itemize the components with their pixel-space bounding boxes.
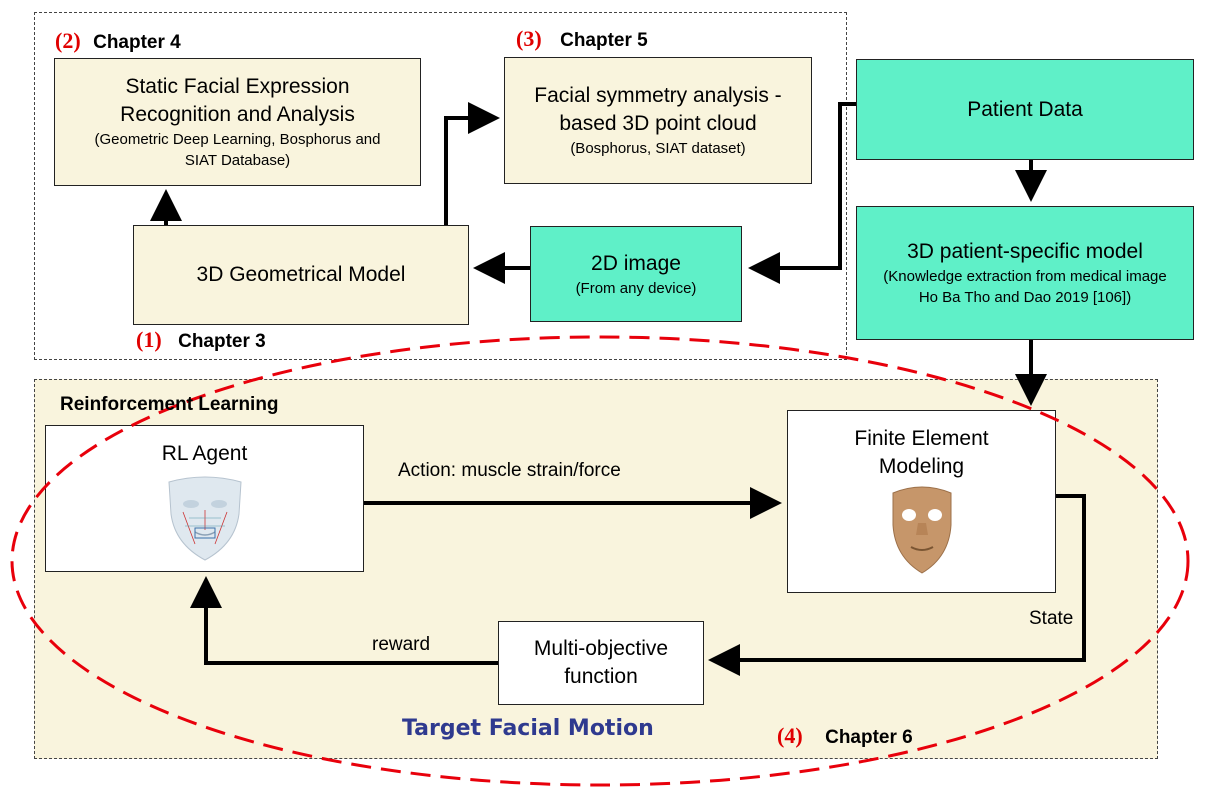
patient-model-title: 3D patient-specific model bbox=[907, 240, 1143, 263]
chapter-6-number: (4) bbox=[777, 723, 803, 748]
multi-objective-title-1: Multi-objective bbox=[533, 637, 669, 660]
chapter-6-name: Chapter 6 bbox=[825, 727, 913, 748]
symmetry-title-1: Facial symmetry analysis - bbox=[534, 84, 782, 107]
reinforcement-learning-title: Reinforcement Learning bbox=[60, 394, 279, 415]
facial-symmetry-box: Facial symmetry analysis - based 3D poin… bbox=[504, 57, 812, 184]
chapter-3-number: (1) bbox=[136, 327, 162, 352]
rl-agent-title: RL Agent bbox=[161, 442, 248, 465]
fem-title-2: Modeling bbox=[878, 455, 965, 478]
symmetry-sub-1: (Bosphorus, SIAT dataset) bbox=[570, 140, 746, 157]
chapter-6-label: (4) Chapter 6 bbox=[777, 723, 913, 749]
chapter-4-name: Chapter 4 bbox=[93, 32, 181, 53]
state-label: State bbox=[1029, 608, 1074, 629]
target-facial-motion-label: Target Facial Motion bbox=[402, 716, 654, 741]
finite-element-box: Finite Element Modeling bbox=[787, 410, 1056, 593]
dashed-red-ellipse bbox=[10, 335, 1190, 787]
static-facial-title-1: Static Facial Expression bbox=[125, 75, 350, 98]
image-2d-sub: (From any device) bbox=[575, 279, 697, 297]
multi-objective-box: Multi-objective function bbox=[498, 621, 704, 705]
geometrical-model-box: 3D Geometrical Model bbox=[133, 225, 469, 325]
patient-data-title: Patient Data bbox=[967, 97, 1083, 121]
arrow-reward bbox=[190, 576, 498, 665]
static-facial-sub-1: (Geometric Deep Learning, Bosphorus and bbox=[94, 131, 381, 148]
arrow-geometry-to-symmetry bbox=[444, 102, 500, 225]
chapter-4-label: (2) Chapter 4 bbox=[55, 28, 181, 54]
patient-model-sub-2: Ho Ba Tho and Dao 2019 [106]) bbox=[918, 289, 1132, 306]
image-2d-title: 2D image bbox=[591, 251, 681, 275]
chapter-3-label: (1) Chapter 3 bbox=[136, 327, 266, 353]
fem-title-1: Finite Element bbox=[854, 427, 989, 450]
chapter-5-label: (3) Chapter 5 bbox=[516, 26, 648, 52]
static-facial-sub-2: SIAT Database) bbox=[184, 152, 291, 169]
arrow-patient-to-2d-image bbox=[748, 102, 856, 284]
arrow-state bbox=[708, 494, 1086, 676]
patient-specific-model-box: 3D patient-specific model (Knowledge ext… bbox=[856, 206, 1194, 340]
geometrical-model-title: 3D Geometrical Model bbox=[196, 263, 406, 286]
chapter-4-number: (2) bbox=[55, 28, 81, 53]
static-facial-title-2: Recognition and Analysis bbox=[120, 103, 355, 126]
image-2d-box: 2D image (From any device) bbox=[530, 226, 742, 322]
symmetry-title-2: based 3D point cloud bbox=[559, 112, 757, 135]
chapter-5-name: Chapter 5 bbox=[560, 30, 648, 51]
action-label: Action: muscle strain/force bbox=[398, 460, 621, 481]
reward-label: reward bbox=[372, 634, 431, 655]
chapter-5-number: (3) bbox=[516, 26, 542, 51]
patient-model-sub-1: (Knowledge extraction from medical image bbox=[883, 268, 1167, 285]
patient-data-box: Patient Data bbox=[856, 59, 1194, 160]
static-facial-expression-box: Static Facial Expression Recognition and… bbox=[54, 58, 421, 186]
face-model-icon bbox=[892, 486, 951, 574]
multi-objective-title-2: function bbox=[564, 665, 638, 688]
chapter-3-name: Chapter 3 bbox=[178, 331, 266, 352]
rl-agent-box: RL Agent bbox=[45, 425, 364, 572]
face-mask-icon bbox=[167, 476, 242, 561]
